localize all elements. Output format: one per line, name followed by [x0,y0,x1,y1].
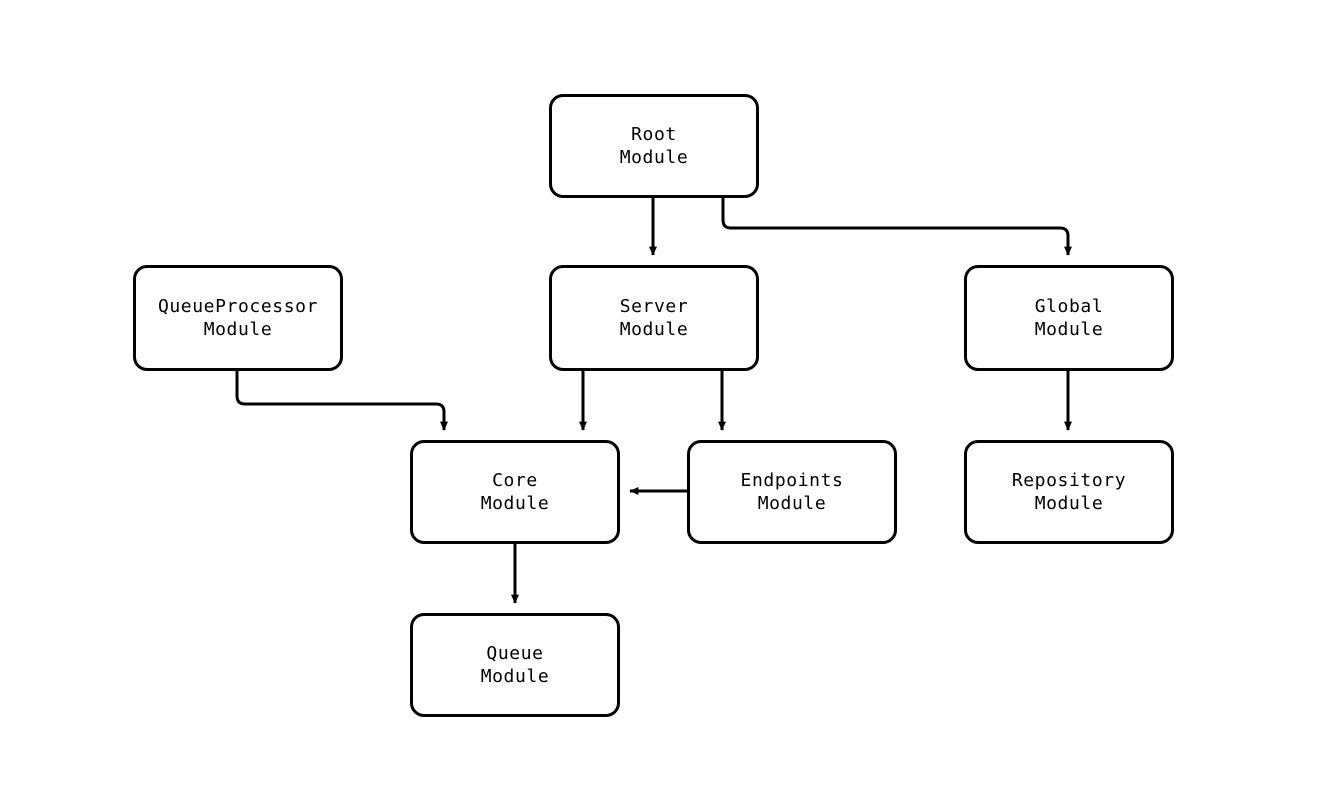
node-label-suffix: Module [1034,493,1104,514]
node-label-name: Root [631,124,677,145]
node-label-suffix: Module [619,319,689,340]
node-label-suffix: Module [480,493,550,514]
edge-root-global [721,198,1072,256]
node-label-suffix: Module [619,147,689,168]
node-label-name: Server [619,296,689,317]
edge-queueprocessor-core [235,371,448,431]
node-label-name: Core [492,470,538,491]
node-label-suffix: Module [757,493,827,514]
node-label-name: Endpoints [740,470,844,491]
node-label-name: Global [1034,296,1104,317]
node-label-name: QueueProcessor [157,296,319,317]
node-label-name: Queue [486,643,544,664]
node-label-name: Repository [1011,470,1127,491]
node-label-suffix: Module [1034,319,1104,340]
node-label-suffix: Module [203,319,273,340]
node-label-suffix: Module [480,666,550,687]
